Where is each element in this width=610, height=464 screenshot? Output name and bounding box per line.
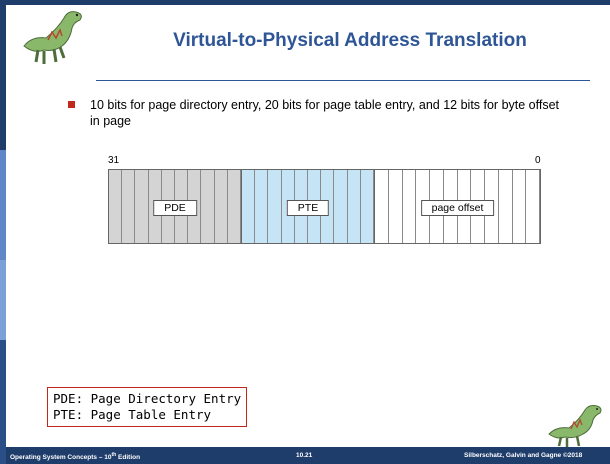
bit-cell <box>499 170 513 243</box>
bit-cell <box>526 170 540 243</box>
bit-cell <box>403 170 417 243</box>
bit-cell <box>485 170 499 243</box>
pde-label: PDE <box>153 200 197 216</box>
pte-label: PTE <box>286 200 330 216</box>
bit-cell <box>255 170 269 243</box>
footer-copyright: Silberschatz, Galvin and Gagne ©2018 <box>464 452 583 459</box>
bit-cell <box>334 170 348 243</box>
legend-box: PDE: Page Directory Entry PTE: Page Tabl… <box>47 387 248 427</box>
top-accent-strip <box>6 0 610 5</box>
footer-slide-number: 10.21 <box>296 452 313 459</box>
bit-cell <box>228 170 242 243</box>
footer-book-title: Operating System Concepts – 10th Edition <box>10 452 141 462</box>
bit-cell <box>215 170 228 243</box>
bit-cell <box>188 170 202 243</box>
bit-cell <box>201 170 215 243</box>
bit-cell <box>122 170 136 243</box>
address-diagram: PDE PTE page offset <box>108 169 541 244</box>
pde-segment: PDE <box>109 170 242 243</box>
legend-pte: PTE: Page Table Entry <box>53 407 212 422</box>
slide-title: Virtual-to-Physical Address Translation <box>173 30 527 51</box>
high-bit-label: 31 <box>108 155 120 166</box>
bit-cell <box>109 170 123 243</box>
bit-cell <box>361 170 375 243</box>
dinosaur-icon <box>545 400 607 453</box>
legend-pde: PDE: Page Directory Entry <box>53 391 242 406</box>
low-bit-label: 0 <box>535 155 541 166</box>
page-offset-segment: page offset <box>374 170 540 243</box>
bit-cell <box>389 170 403 243</box>
pte-segment: PTE <box>241 170 375 243</box>
dinosaur-icon <box>18 6 92 73</box>
bullet-marker <box>68 101 75 108</box>
bit-cell <box>321 170 335 243</box>
bullet-text: 10 bits for page directory entry, 20 bit… <box>90 98 560 128</box>
bit-cell <box>513 170 527 243</box>
left-accent-bar <box>0 0 6 464</box>
page-offset-label: page offset <box>420 200 495 216</box>
title-divider <box>96 80 590 81</box>
bit-cell <box>268 170 282 243</box>
bit-cell <box>375 170 389 243</box>
bit-cell <box>135 170 149 243</box>
bit-cell <box>242 170 256 243</box>
bit-cell <box>348 170 361 243</box>
footer-bar: Operating System Concepts – 10th Edition… <box>6 447 610 464</box>
